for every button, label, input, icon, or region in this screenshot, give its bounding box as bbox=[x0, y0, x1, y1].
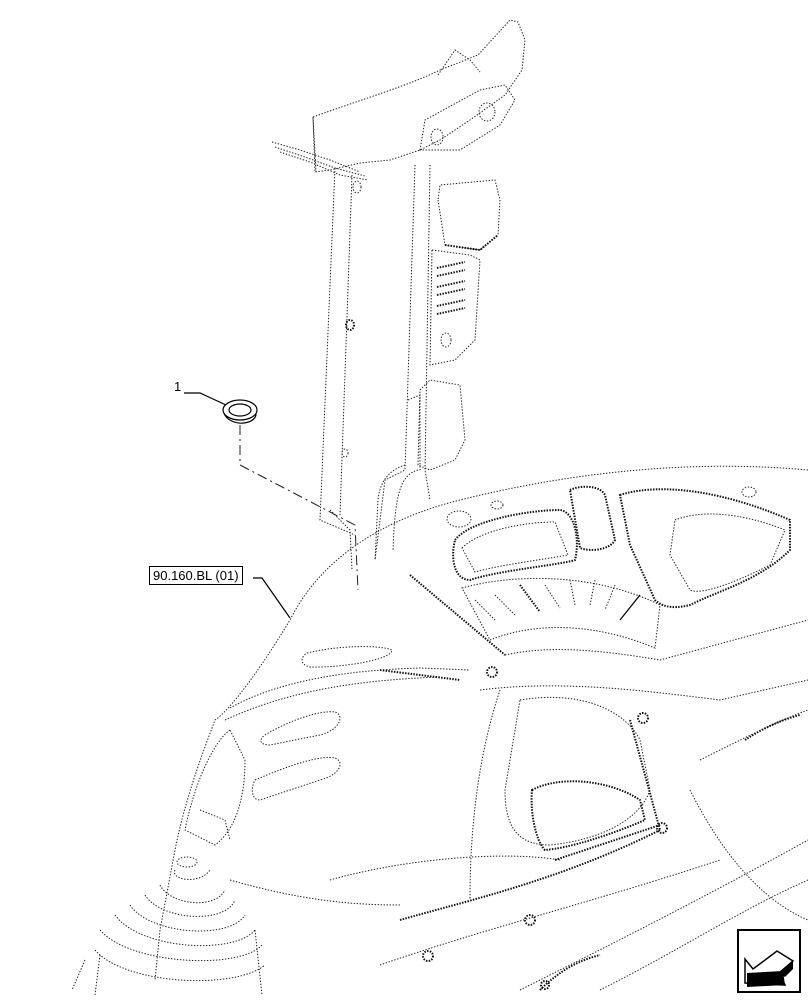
grip-ribs bbox=[436, 261, 466, 315]
previous-view-button[interactable] bbox=[737, 929, 801, 993]
console-body bbox=[71, 465, 808, 996]
leader-reference bbox=[253, 577, 291, 619]
leader-callout-1 bbox=[184, 392, 227, 406]
callout-1: 1 bbox=[174, 379, 182, 394]
reference-link[interactable]: 90.160.BL (01) bbox=[149, 566, 243, 585]
plug-part bbox=[222, 399, 359, 591]
pillar-assembly bbox=[271, 19, 526, 571]
joystick-boot bbox=[71, 856, 266, 996]
back-arrow-icon bbox=[744, 950, 795, 987]
